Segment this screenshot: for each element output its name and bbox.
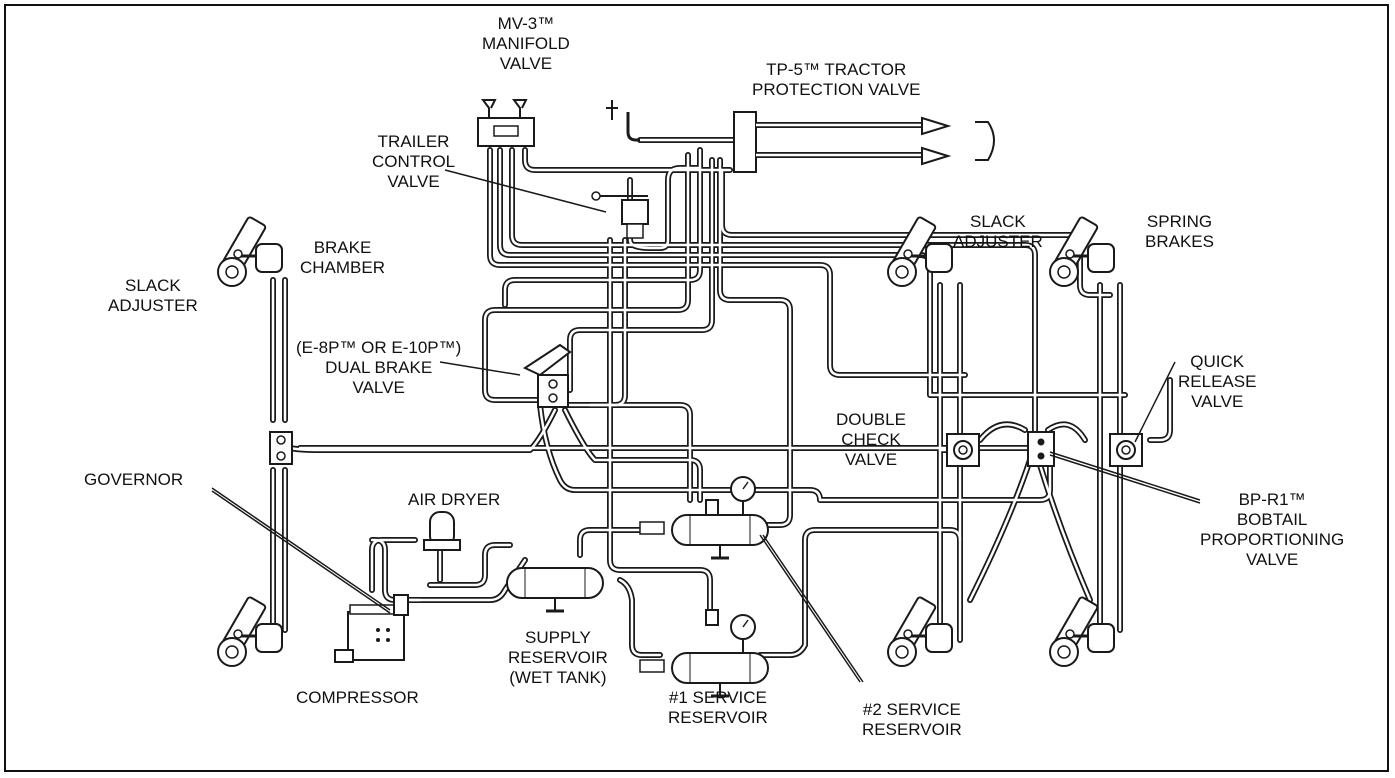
supply-reservoir — [505, 566, 605, 613]
governor — [393, 594, 409, 616]
pressure-gauge-2 — [730, 476, 756, 516]
compressor — [334, 604, 405, 663]
pressure-gauge-1 — [730, 614, 756, 654]
dual-brake-valve — [522, 343, 572, 408]
label-compressor: COMPRESSOR — [296, 688, 419, 707]
bp-r1-valve — [1027, 431, 1055, 467]
brake-assembly-rear-4 — [1048, 594, 1116, 668]
trailer-control-valve — [591, 191, 649, 239]
brake-assembly-front-left — [216, 214, 284, 288]
label-governor: GOVERNOR — [84, 470, 184, 489]
mv3-manifold-valve — [477, 99, 535, 147]
tp5-tractor-protection-valve — [606, 100, 995, 173]
leader-lines — [211, 169, 1201, 683]
label-air-dryer: AIR DRYER — [408, 490, 501, 509]
front-axle-tee — [269, 431, 293, 465]
brake-assembly-rear-1 — [886, 214, 954, 288]
service-reservoir-2 — [670, 513, 770, 560]
air-dryer — [423, 511, 461, 551]
double-check-valve — [946, 433, 980, 467]
